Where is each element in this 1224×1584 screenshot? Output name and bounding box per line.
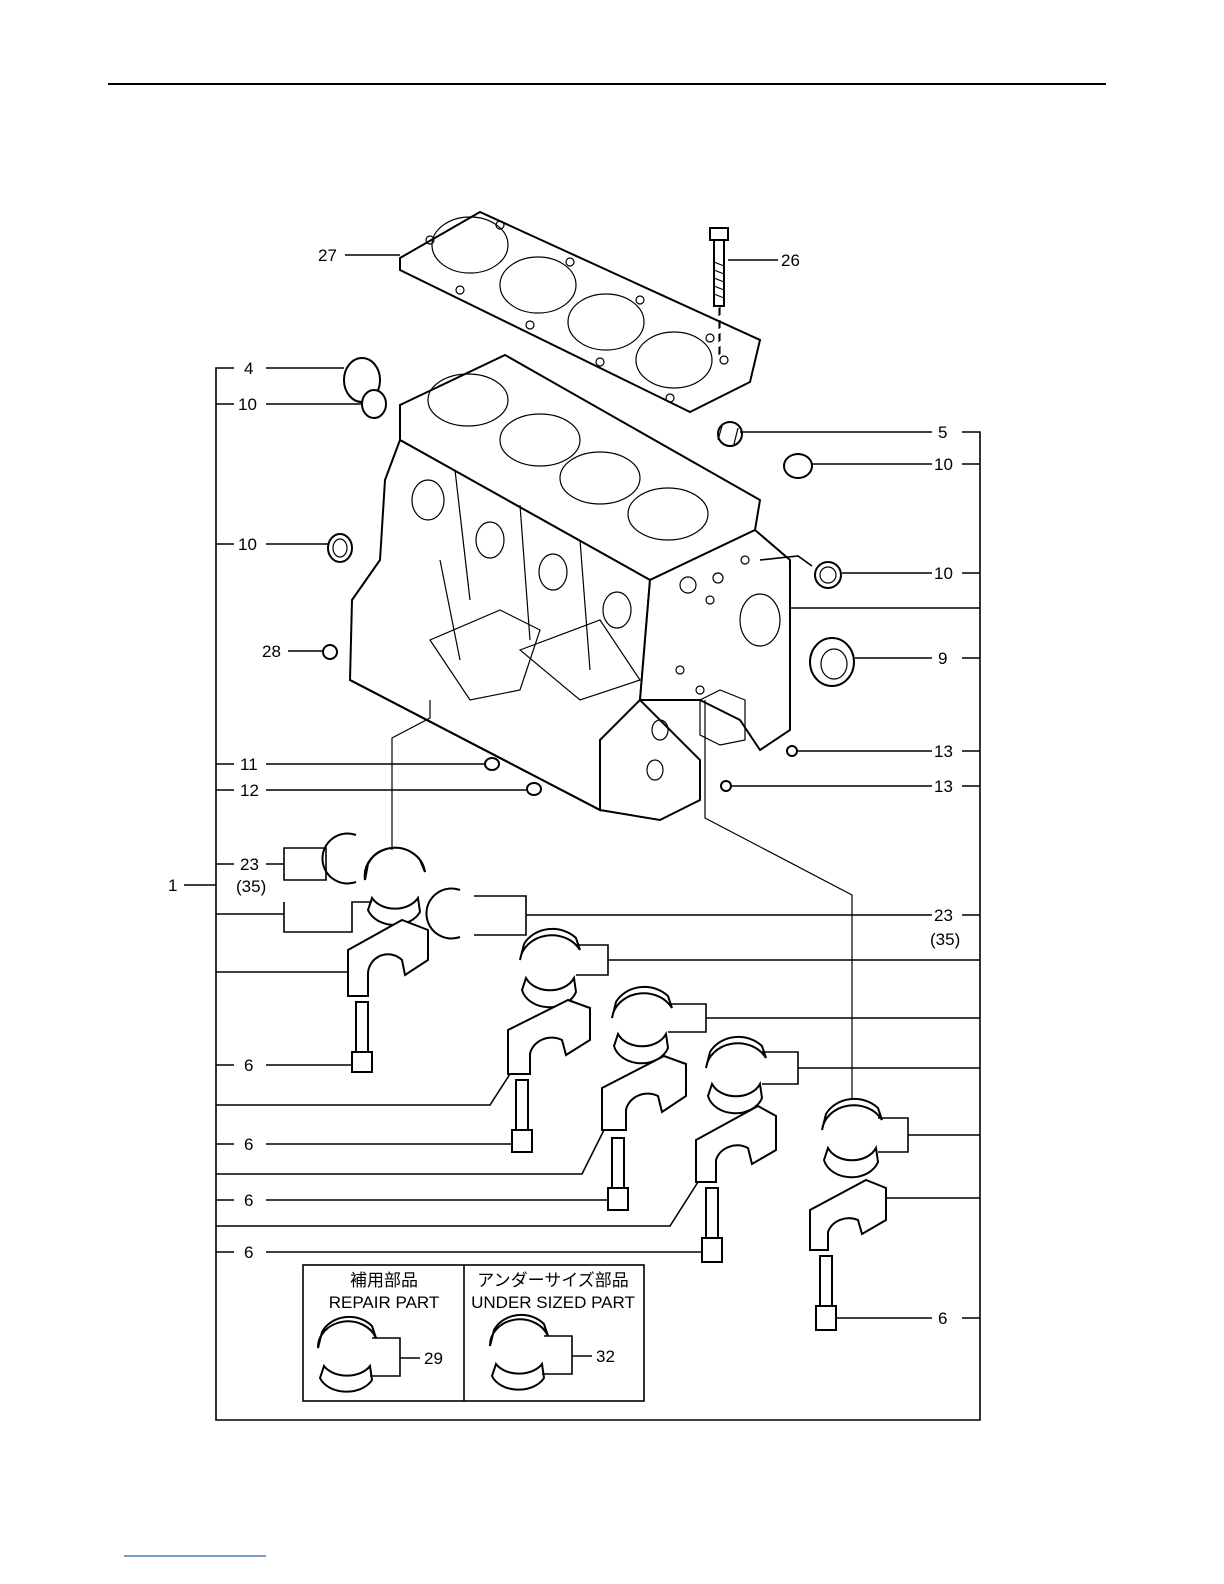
label-10-b: 10 [238, 535, 257, 554]
plug-10-d [815, 562, 841, 588]
label-6-e: 6 [938, 1309, 947, 1328]
label-27: 27 [318, 246, 337, 265]
repair-parts-box: 補用部品 REPAIR PART アンダーサイズ部品 UNDER SIZED P… [303, 1265, 644, 1401]
label-35-b: (35) [930, 930, 960, 949]
plug-5 [718, 422, 742, 446]
label-32: 32 [596, 1347, 615, 1366]
label-10-a: 10 [238, 395, 257, 414]
label-10-c: 10 [934, 455, 953, 474]
label-11: 11 [240, 755, 258, 774]
bushing-9 [810, 638, 854, 686]
label-12: 12 [240, 781, 259, 800]
repair-part-jp: 補用部品 [350, 1271, 418, 1290]
plug-13-a [787, 746, 797, 756]
label-6-d: 6 [244, 1243, 253, 1262]
label-13-a: 13 [934, 742, 953, 761]
label-6-a: 6 [244, 1056, 253, 1075]
label-4: 4 [244, 359, 253, 378]
plug-10-c [784, 454, 812, 478]
label-29: 29 [424, 1349, 443, 1368]
thrust-washer-left [322, 834, 356, 884]
label-10-d: 10 [934, 564, 953, 583]
label-6-b: 6 [244, 1135, 253, 1154]
label-23-b: 23 [934, 906, 953, 925]
label-5: 5 [938, 423, 947, 442]
head-bolt [710, 228, 728, 306]
under-sized-part-jp: アンダーサイズ部品 [477, 1271, 628, 1290]
plug-10-a [362, 390, 386, 418]
label-23-a: 23 [240, 855, 259, 874]
label-6-c: 6 [244, 1191, 253, 1210]
plug-11 [485, 758, 499, 770]
label-26: 26 [781, 251, 800, 270]
repair-part-en: REPAIR PART [329, 1293, 440, 1312]
plug-10-b [328, 534, 352, 562]
label-28: 28 [262, 642, 281, 661]
thrust-washer-right [426, 889, 460, 939]
plug-13-b [721, 781, 731, 791]
under-sized-part-en: UNDER SIZED PART [471, 1293, 635, 1312]
label-35-a: (35) [236, 877, 266, 896]
plug-12 [527, 783, 541, 795]
pin-28 [323, 645, 337, 659]
label-9: 9 [938, 649, 947, 668]
label-1: 1 [168, 876, 177, 895]
label-13-b: 13 [934, 777, 953, 796]
